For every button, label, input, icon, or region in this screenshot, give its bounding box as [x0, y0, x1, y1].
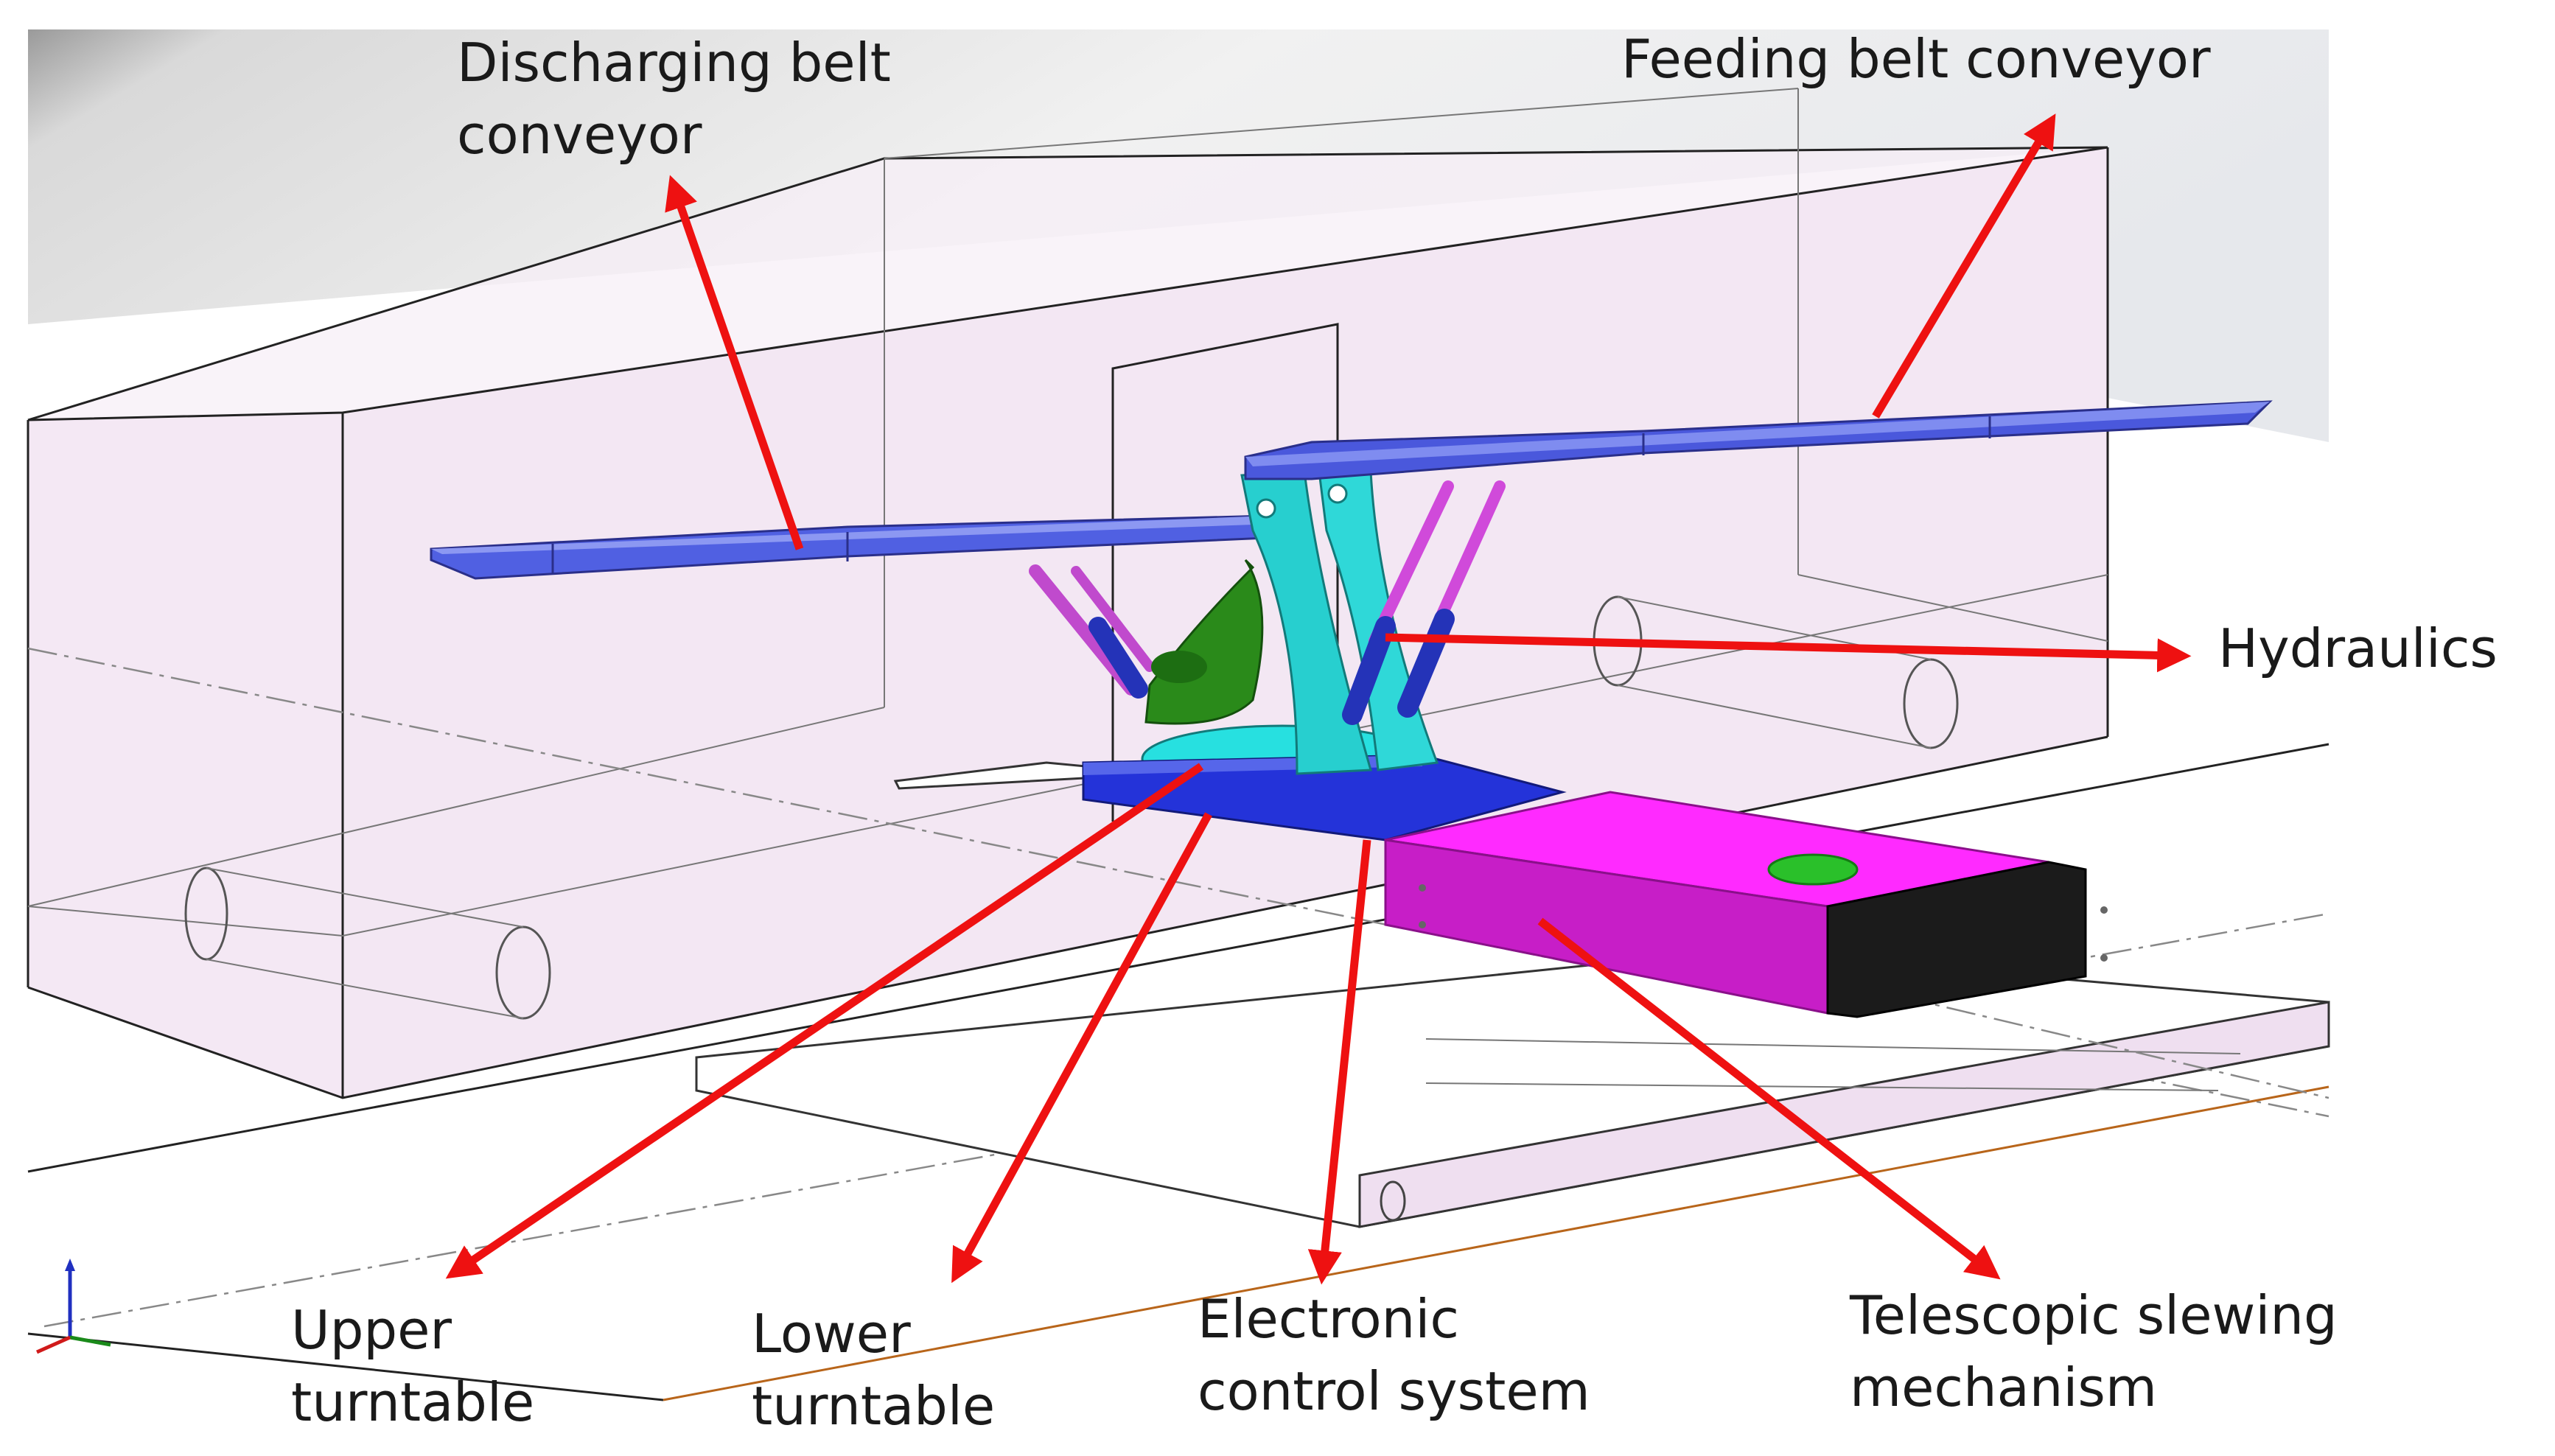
label-hydraulics: Hydraulics [2218, 617, 2498, 679]
label-upper-turntable: Upper turntable [291, 1299, 534, 1433]
hydraulic-cylinders-left [1029, 564, 1155, 699]
hydraulic-cylinders-right [1342, 480, 1506, 725]
discharging-belt-conveyor [430, 514, 1269, 580]
label-line: Telescopic slewing [1849, 1284, 2338, 1346]
label-line: Hydraulics [2218, 617, 2498, 679]
label-feeding-belt-conveyor: Feeding belt conveyor [1621, 28, 2211, 90]
arrow-upper-turntable [445, 763, 1204, 1279]
track-platform [695, 883, 2330, 1228]
roller-left [184, 867, 551, 1020]
telescopic-slewing-mechanism [1384, 791, 2108, 1018]
annotation-arrows [445, 113, 2192, 1285]
arrow-discharging [665, 175, 804, 550]
label-line: turntable [291, 1371, 534, 1433]
label-line: Feeding belt conveyor [1621, 28, 2211, 90]
label-line: turntable [752, 1375, 995, 1437]
axis-triad-icon [35, 1259, 111, 1354]
feeding-belt-conveyor [1244, 400, 2273, 480]
label-electronic-control-system: Electronic control system [1198, 1288, 1590, 1422]
tunnel-wall [28, 29, 2329, 442]
arrow-telescopic [1537, 917, 2001, 1280]
arrow-feeding [1872, 113, 2056, 419]
arrow-lower-turntable [951, 812, 1212, 1284]
label-line: mechanism [1850, 1357, 2157, 1418]
label-line: Discharging belt [457, 32, 891, 94]
label-line: conveyor [457, 104, 702, 166]
label-line: Electronic [1198, 1288, 1459, 1350]
label-lower-turntable: Lower turntable [752, 1303, 995, 1437]
green-cradle [1144, 559, 1264, 725]
label-telescopic-slewing-mechanism: Telescopic slewing mechanism [1849, 1284, 2355, 1418]
arrow-electronic [1307, 839, 1371, 1285]
arrow-hydraulics [1385, 633, 2192, 673]
label-line: Upper [291, 1299, 452, 1361]
label-discharging-belt-conveyor: Discharging belt conveyor [457, 32, 908, 166]
label-line: Lower [752, 1303, 911, 1365]
label-line: control system [1198, 1360, 1590, 1422]
